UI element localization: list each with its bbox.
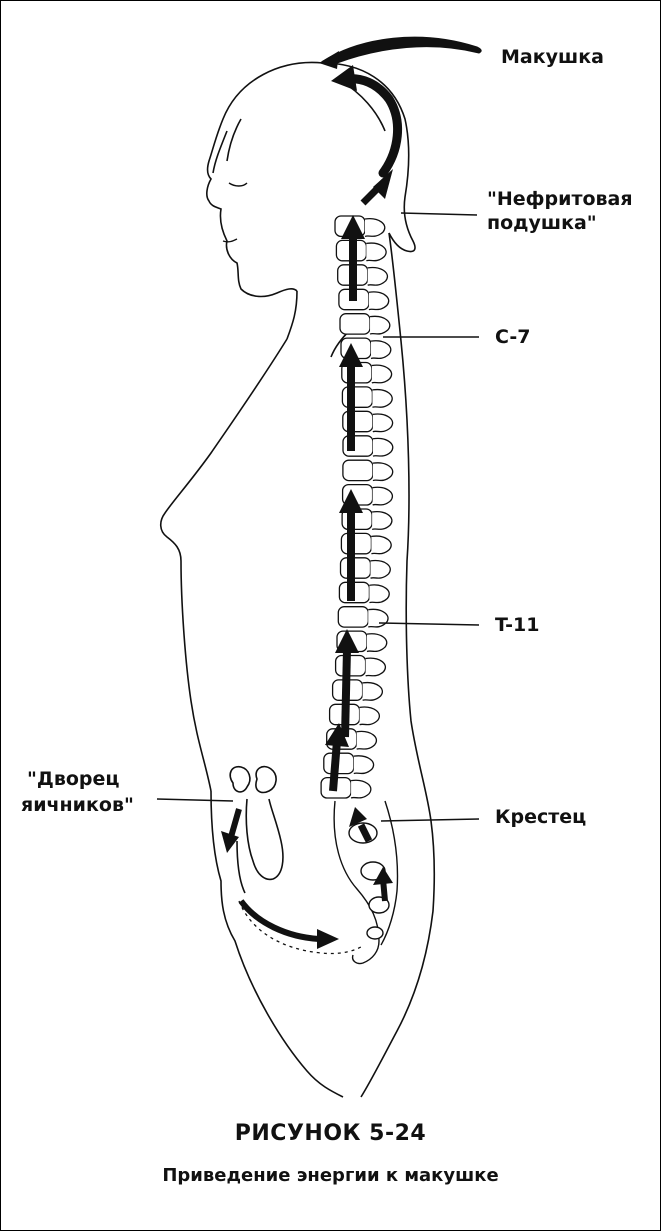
label-leaders <box>157 213 479 821</box>
spinous-process <box>351 780 371 798</box>
crown-swoosh-head <box>319 51 339 69</box>
label-ovary-palace-1: "Дворец <box>27 767 119 791</box>
spinous-process <box>360 707 380 725</box>
ovary-down-arrow <box>231 809 239 837</box>
spinous-process <box>372 512 392 530</box>
spinous-process <box>368 268 388 286</box>
figure-caption-title: РИСУНОК 5-24 <box>1 1121 660 1146</box>
vertebra <box>340 314 370 334</box>
vertebra <box>338 607 368 627</box>
head-outline <box>207 62 323 296</box>
chest-front <box>161 339 287 791</box>
spinous-process <box>366 243 386 261</box>
spinous-process <box>372 390 392 408</box>
crown-swoosh <box>323 37 481 63</box>
spinous-process <box>369 585 389 603</box>
vertebra <box>343 460 373 480</box>
crown-arc-arrow <box>345 79 398 173</box>
spinous-process <box>370 316 390 334</box>
label-c7: C-7 <box>495 325 531 349</box>
perineum-arrow <box>241 901 319 939</box>
face-features <box>223 183 247 242</box>
body-silhouette <box>161 62 435 1097</box>
label-t11: T-11 <box>495 613 540 637</box>
figure-caption-subtitle: Приведение энергии к макушке <box>1 1165 660 1186</box>
label-crown: Макушка <box>501 45 604 69</box>
spinous-process <box>367 634 387 652</box>
vertebra <box>341 558 371 578</box>
vertebra <box>342 387 372 407</box>
spine-arrow-4 <box>345 649 347 737</box>
spinous-process <box>363 683 383 701</box>
spinous-process <box>373 438 393 456</box>
spinous-process <box>371 536 391 554</box>
spinous-process <box>371 341 391 359</box>
mouth <box>223 239 237 242</box>
spinous-process <box>373 487 393 505</box>
label-sacrum: Крестец <box>495 805 586 829</box>
spinous-process <box>371 561 391 579</box>
spinous-process <box>373 414 393 432</box>
eye <box>229 183 247 186</box>
vertebra <box>341 533 371 553</box>
pelvic-floor-dashed <box>239 901 361 954</box>
label-jade-pillow-2: подушка" <box>487 211 597 235</box>
spinous-process <box>368 609 388 627</box>
crown-arc-arrowhead <box>331 65 357 91</box>
spinous-process <box>357 731 377 749</box>
spinous-process <box>366 658 386 676</box>
label-jade-pillow-1: "Нефритовая <box>487 187 633 211</box>
label-ovary-palace-2: яичников" <box>21 793 134 817</box>
spinous-process <box>369 292 389 310</box>
energy-flow-arrows <box>221 37 481 949</box>
spinous-process <box>372 365 392 383</box>
spinous-process <box>354 756 374 774</box>
spinous-process <box>365 219 385 237</box>
spinous-process <box>373 463 393 481</box>
neck-front <box>287 291 297 339</box>
spine-arrow-5 <box>333 741 337 791</box>
ovary-palace-shape <box>230 767 283 893</box>
hair-strands <box>213 81 385 173</box>
